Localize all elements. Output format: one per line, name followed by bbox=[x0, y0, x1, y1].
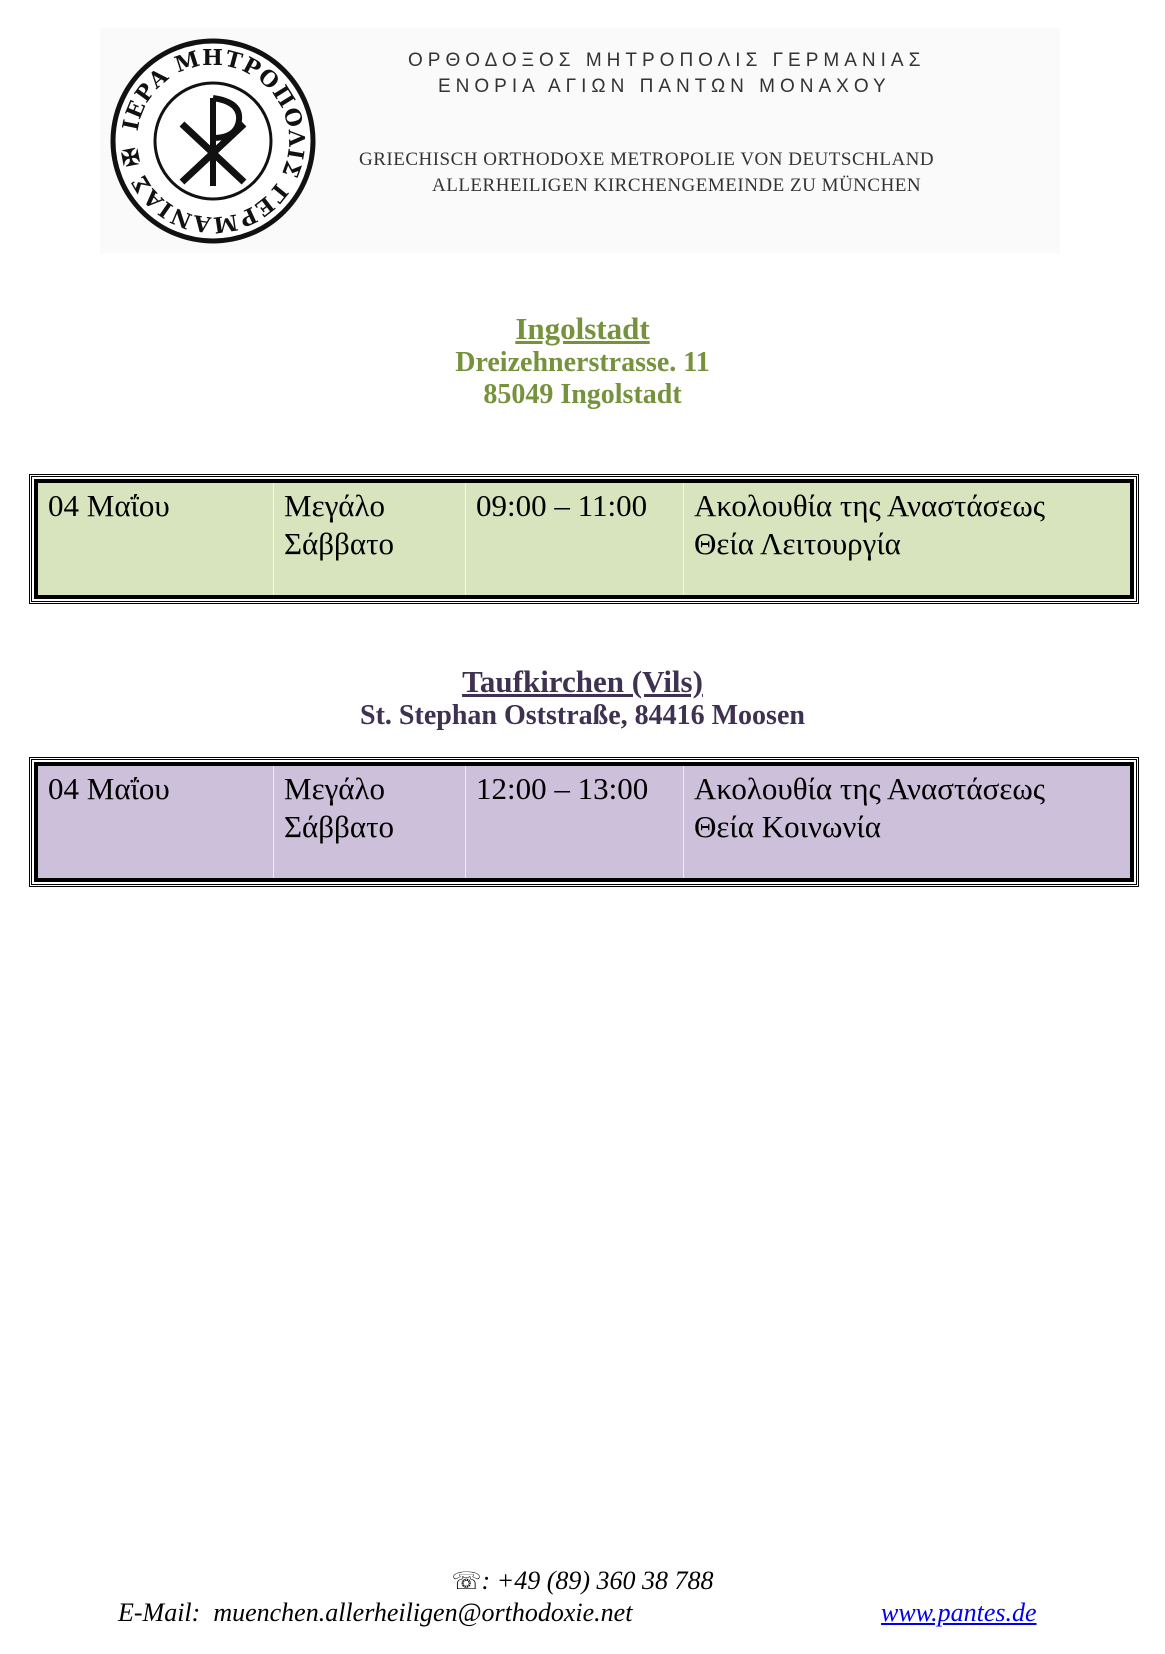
letterhead: ΙΕΡΑ ΜΗΤΡΟΠΟΛΙΣ ΓΕΡΜΑΝΙΑΣ ✠ ΟΡΘΟΔΟΞΟΣ ΜΗ… bbox=[100, 28, 1060, 253]
schedule-row: 04 Μαΐου Μεγάλο Σάββατο 12:00 – 13:00 Ακ… bbox=[34, 762, 1134, 882]
schedule-time: 09:00 – 11:00 bbox=[466, 483, 684, 595]
letterhead-german-line2: ALLERHEILIGEN KIRCHENGEMEINDE ZU MÜNCHEN bbox=[432, 175, 922, 196]
schedule-date: 04 Μαΐου bbox=[38, 483, 274, 595]
letterhead-greek-line1: ΟΡΘΟΔΟΞΟΣ ΜΗΤΡΟΠΟΛΙΣ ΓΕΡΜΑΝΙΑΣ bbox=[408, 50, 926, 71]
location-title: Ingolstadt bbox=[515, 311, 650, 346]
schedule-day: Μεγάλο Σάββατο bbox=[274, 766, 466, 878]
schedule-table-taufkirchen: 04 Μαΐου Μεγάλο Σάββατο 12:00 – 13:00 Ακ… bbox=[29, 757, 1139, 887]
schedule-service: Ακολουθία της Αναστάσεως Θεία Λειτουργία bbox=[694, 488, 1046, 561]
email-address[interactable]: muenchen.allerheiligen@orthodoxie.net bbox=[213, 1598, 633, 1627]
schedule-table-ingolstadt: 04 Μαΐου Μεγάλο Σάββατο 09:00 – 11:00 Ακ… bbox=[29, 474, 1139, 604]
telephone-icon: ☏ bbox=[451, 1569, 482, 1595]
metropolis-seal-logo: ΙΕΡΑ ΜΗΤΡΟΠΟΛΙΣ ΓΕΡΜΑΝΙΑΣ ✠ bbox=[110, 38, 316, 244]
schedule-date: 04 Μαΐου bbox=[38, 766, 274, 878]
schedule-service: Ακολουθία της Αναστάσεως Θεία Κοινωνία bbox=[694, 771, 1046, 844]
schedule-day: Μεγάλο Σάββατο bbox=[274, 483, 466, 595]
schedule-row: 04 Μαΐου Μεγάλο Σάββατο 09:00 – 11:00 Ακ… bbox=[34, 479, 1134, 599]
location-address-line: 85049 Ingolstadt bbox=[483, 379, 682, 410]
location-address-line: St. Stephan Oststraße, 84416 Moosen bbox=[360, 700, 805, 731]
letterhead-german-line1: GRIECHISCH ORTHODOXE METROPOLIE VON DEUT… bbox=[359, 149, 935, 170]
email-label: E-Mail: bbox=[118, 1598, 201, 1627]
footer-phone: ☏: +49 (89) 360 38 788 bbox=[0, 1566, 1165, 1596]
website-link[interactable]: www.pantes.de bbox=[881, 1598, 1037, 1627]
location-title: Taufkirchen (Vils) bbox=[462, 664, 703, 699]
letterhead-greek-line2: ΕΝΟΡΙΑ ΑΓΙΩΝ ΠΑΝΤΩΝ ΜΟΝΑΧΟΥ bbox=[438, 76, 891, 97]
location-address-line: Dreizehnerstrasse. 11 bbox=[455, 347, 710, 378]
location-taufkirchen-heading: Taufkirchen (Vils) St. Stephan Oststraße… bbox=[0, 664, 1165, 732]
location-ingolstadt-heading: Ingolstadt Dreizehnerstrasse. 11 85049 I… bbox=[0, 311, 1165, 411]
footer-email: E-Mail: muenchen.allerheiligen@orthodoxi… bbox=[118, 1598, 632, 1628]
phone-number: : +49 (89) 360 38 788 bbox=[481, 1566, 714, 1595]
schedule-time: 12:00 – 13:00 bbox=[466, 766, 684, 878]
